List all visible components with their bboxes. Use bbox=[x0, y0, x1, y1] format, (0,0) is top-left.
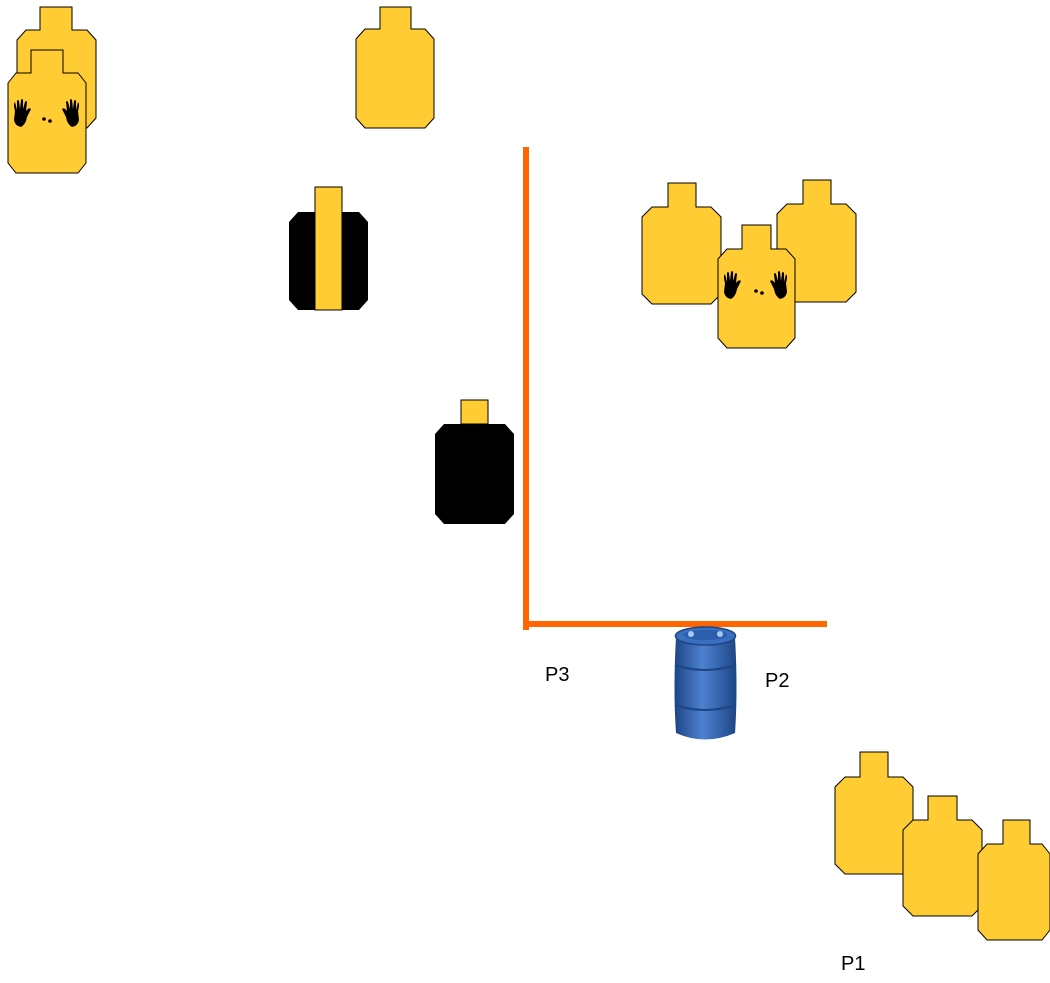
target-right-cluster-left bbox=[641, 182, 722, 305]
hard-cover-target bbox=[435, 399, 514, 524]
partial-target-black bbox=[289, 186, 368, 311]
position-label-p3: P3 bbox=[545, 664, 570, 686]
target-bottom-right-1 bbox=[834, 751, 914, 875]
barrel-icon bbox=[674, 626, 737, 740]
target-bottom-right-2 bbox=[902, 795, 983, 917]
no-shoot-target-right-cluster bbox=[717, 224, 796, 349]
target-right-cluster-right bbox=[776, 179, 857, 303]
target-top-middle bbox=[355, 6, 435, 129]
no-shoot-target-top-left bbox=[7, 49, 87, 174]
position-label-p2: P2 bbox=[765, 670, 790, 692]
wall bbox=[523, 147, 827, 630]
target-bottom-right-3 bbox=[977, 819, 1050, 941]
position-label-p1: P1 bbox=[841, 953, 866, 975]
